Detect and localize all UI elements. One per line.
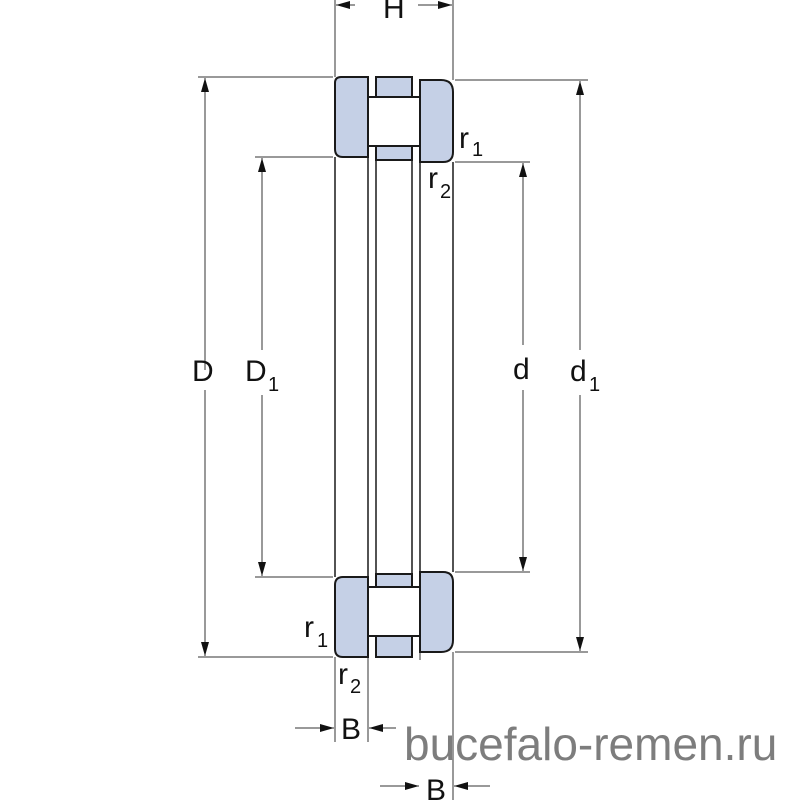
label-r1-bottom-subscript: 1 (317, 630, 328, 652)
housing-washer-bottom (334, 576, 369, 658)
label-r2-bottom: r (338, 658, 348, 691)
roller-top (367, 96, 421, 147)
label-D1: D (245, 355, 267, 388)
label-B-lower: B (341, 713, 361, 746)
label-d1-subscript: 1 (589, 374, 600, 396)
bearing-section-bottom (334, 571, 454, 658)
label-d1: d (570, 355, 587, 388)
dimension-lines (201, 0, 584, 790)
label-D1-subscript: 1 (268, 374, 279, 396)
roller-bottom (367, 586, 421, 637)
label-d: d (513, 353, 530, 386)
label-r2-bottom-subscript: 2 (350, 676, 361, 698)
watermark: bucefalo-remen.ru (404, 718, 777, 770)
label-H: H (383, 0, 405, 25)
label-r1-top: r (459, 122, 469, 155)
label-r2-top-subscript: 2 (440, 181, 451, 203)
label-r2-top: r (428, 162, 438, 195)
housing-washer-top (334, 76, 369, 158)
section-edges (334, 157, 454, 577)
extension-lines (198, 0, 588, 800)
label-r1-bottom: r (304, 611, 314, 644)
shaft-washer-top (419, 79, 454, 163)
label-D: D (192, 355, 214, 388)
label-B-upper: B (426, 774, 446, 800)
label-r1-top-subscript: 1 (472, 139, 483, 161)
shaft-washer-bottom (419, 571, 454, 653)
bearing-section-top (334, 76, 454, 163)
